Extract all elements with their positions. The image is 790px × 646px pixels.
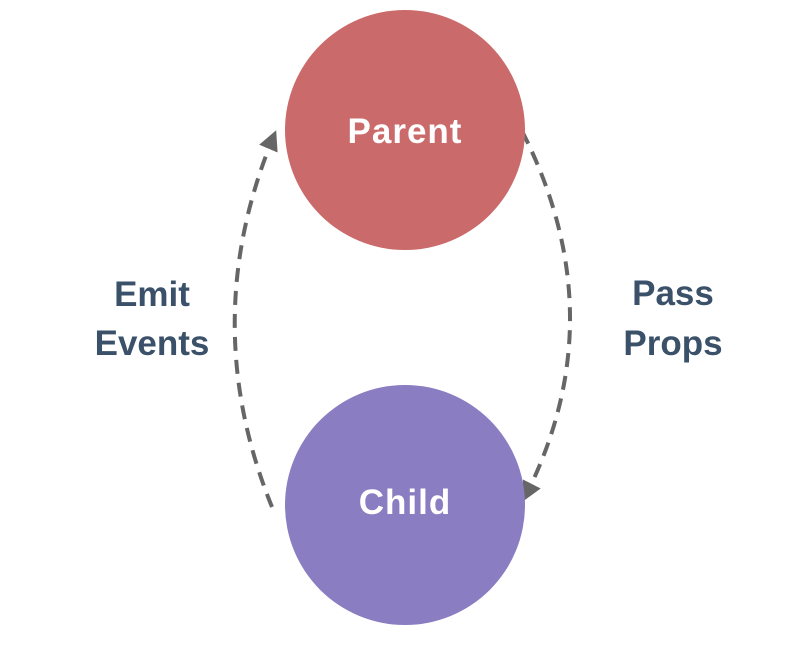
parent-node-label: Parent xyxy=(348,112,463,151)
edge-label-pass-props-line1: Pass xyxy=(632,274,714,313)
child-node xyxy=(285,385,525,625)
edge-pass-props-arrow xyxy=(520,130,572,502)
edge-label-emit-events: Emit Events xyxy=(95,275,210,363)
parent-node xyxy=(285,10,525,250)
edge-label-pass-props: Pass Props xyxy=(623,274,722,363)
edge-label-emit-events-line2: Events xyxy=(95,324,210,363)
edge-label-emit-events-line1: Emit xyxy=(114,275,190,314)
child-node-label: Child xyxy=(359,483,451,522)
edge-label-pass-props-line2: Props xyxy=(623,324,722,363)
edge-emit-events-arrow xyxy=(232,130,278,508)
